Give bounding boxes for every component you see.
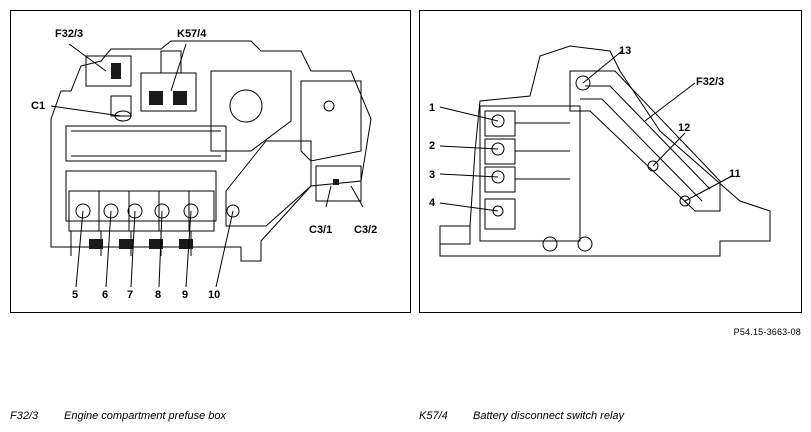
- label-8: 8: [155, 289, 161, 301]
- label-5: 5: [72, 289, 78, 301]
- relay-k57-4: [140, 50, 197, 112]
- legend-description: Engine compartment prefuse box: [64, 410, 227, 422]
- legend-item-f32-3: F32/3 Engine compartment prefuse box: [10, 410, 226, 422]
- right-fuse-box-drawing: 1 2 3 4 13 F32/3 12 11: [429, 45, 771, 257]
- connector-c1-shape: [114, 110, 132, 122]
- label-10: 10: [208, 289, 220, 301]
- label-9: 9: [182, 289, 188, 301]
- label-7: 7: [127, 289, 133, 301]
- label-c3-1: C3/1: [309, 224, 332, 236]
- connector-c3: [315, 165, 362, 202]
- leader-lines-right: [439, 50, 733, 212]
- label-12: 12: [678, 122, 690, 134]
- label-k57-4: K57/4: [177, 28, 207, 40]
- legend-item-k57-4: K57/4 Battery disconnect switch relay: [419, 410, 624, 422]
- label-2: 2: [429, 140, 435, 152]
- label-c1: C1: [31, 100, 45, 112]
- legend-code: K57/4: [419, 410, 448, 422]
- top-connector: [85, 55, 132, 117]
- right-diagram-panel: 1 2 3 4 13 F32/3 12 11: [419, 10, 802, 313]
- legend-description: Battery disconnect switch relay: [473, 410, 625, 422]
- prefuse-box-side-view: [439, 45, 771, 257]
- label-6: 6: [102, 289, 108, 301]
- legend-code: F32/3: [10, 410, 39, 422]
- left-fuse-box-drawing: F32/3 K57/4 C1 C3/1 C3/2 5 6 7 8 9 10: [31, 28, 377, 301]
- label-11: 11: [729, 168, 741, 180]
- label-13: 13: [619, 45, 631, 57]
- figure-reference: P54.15-3663-08: [733, 327, 801, 337]
- terminal-row: [65, 170, 240, 256]
- label-c3-2: C3/2: [354, 224, 377, 236]
- left-diagram-panel: F32/3 K57/4 C1 C3/1 C3/2 5 6 7 8 9 10: [10, 10, 411, 313]
- label-f32-3-right: F32/3: [696, 76, 724, 88]
- label-1: 1: [429, 102, 435, 114]
- label-3: 3: [429, 169, 435, 181]
- leader-lines: [50, 43, 364, 288]
- prefuse-box-housing: [50, 40, 372, 262]
- label-f32-3: F32/3: [55, 28, 83, 40]
- label-4: 4: [429, 197, 436, 209]
